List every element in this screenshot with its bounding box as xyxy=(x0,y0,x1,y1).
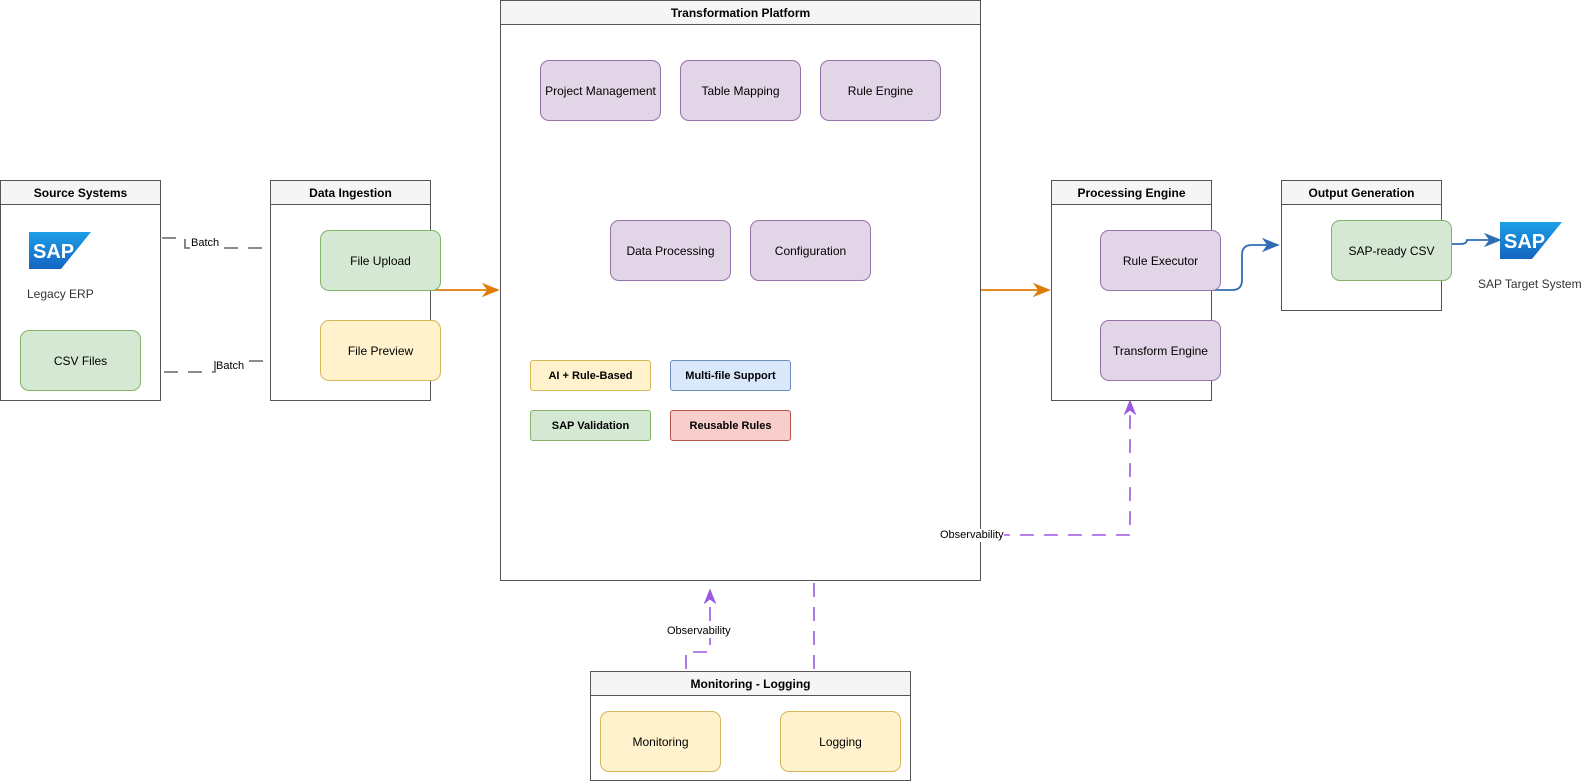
observability-edge-label-1: Observability xyxy=(667,625,731,638)
rule-executor-node[interactable]: Rule Executor xyxy=(1100,230,1221,291)
file-preview-node[interactable]: File Preview xyxy=(320,320,441,381)
transform-engine-node[interactable]: Transform Engine xyxy=(1100,320,1221,381)
feature-tag-multi-file-support: Multi-file Support xyxy=(670,360,791,391)
project-management-node[interactable]: Project Management xyxy=(540,60,661,121)
rule-engine-node[interactable]: Rule Engine xyxy=(820,60,941,121)
processing-engine-title: Processing Engine xyxy=(1052,181,1211,205)
sap-logo-icon: SAP xyxy=(29,232,91,269)
sap-logo-text: SAP xyxy=(33,241,74,263)
data-ingestion-title: Data Ingestion xyxy=(271,181,430,205)
feature-tag-ai-rule-based: AI + Rule-Based xyxy=(530,360,651,391)
batch-edge-label-1: Batch xyxy=(191,237,220,250)
table-mapping-node[interactable]: Table Mapping xyxy=(680,60,801,121)
output-generation-title: Output Generation xyxy=(1282,181,1441,205)
sap-target-system-label: SAP Target System xyxy=(1478,277,1582,291)
feature-tag-sap-validation: SAP Validation xyxy=(530,410,651,441)
file-upload-node[interactable]: File Upload xyxy=(320,230,441,291)
monitoring-logging-title: Monitoring - Logging xyxy=(591,672,910,696)
logging-node[interactable]: Logging xyxy=(780,711,901,772)
batch-edge-csv-to-preview xyxy=(140,354,320,373)
batch-edge-label-2: Batch xyxy=(216,360,245,373)
feature-tag-reusable-rules: Reusable Rules xyxy=(670,410,791,441)
sap-target-logo-text: SAP xyxy=(1504,231,1545,253)
legacy-erp-label: Legacy ERP xyxy=(27,287,94,301)
sap-target-logo-icon: SAP xyxy=(1500,222,1562,259)
csv-files-node[interactable]: CSV Files xyxy=(20,330,141,391)
observability-edge-to-platform xyxy=(685,588,717,669)
flow-edge-csv-to-target xyxy=(1440,232,1502,248)
configuration-node[interactable]: Configuration xyxy=(750,220,871,281)
data-processing-node[interactable]: Data Processing xyxy=(610,220,731,281)
flow-edge-executor-to-output xyxy=(1210,237,1280,291)
observability-edge-label-2: Observability xyxy=(940,529,1004,542)
batch-edge-legacy-to-upload xyxy=(90,237,320,255)
monitoring-node[interactable]: Monitoring xyxy=(600,711,721,772)
source-systems-title: Source Systems xyxy=(1,181,160,205)
transformation-platform-title: Transformation Platform xyxy=(501,1,980,25)
sap-ready-csv-node[interactable]: SAP-ready CSV xyxy=(1331,220,1452,281)
